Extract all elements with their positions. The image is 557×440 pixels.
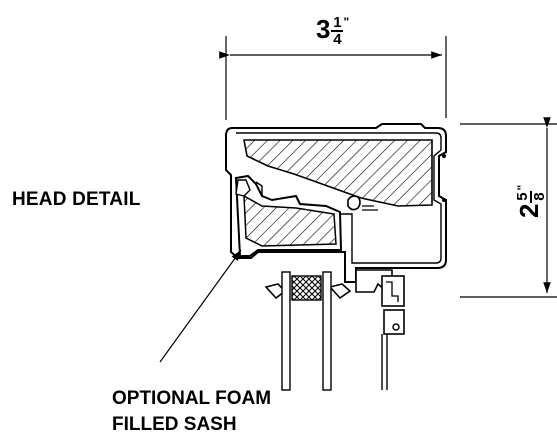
screen-roller <box>392 323 400 331</box>
frame-clip-detail <box>362 205 378 211</box>
height-dimension <box>460 117 557 298</box>
callout-line-1: OPTIONAL FOAM <box>112 388 272 409</box>
screen-spline <box>386 281 399 302</box>
width-denominator: 4 <box>333 31 342 48</box>
frame-notch-top <box>442 154 446 158</box>
height-numerator: 5 <box>514 192 531 201</box>
width-unit: " <box>343 15 350 29</box>
sash-foam-core <box>243 194 337 247</box>
height-unit: " <box>515 184 529 191</box>
frame-inner-wall <box>236 132 442 264</box>
screen-rail <box>383 309 405 335</box>
glazing-unit <box>264 271 352 391</box>
sash-weatherstrip <box>235 179 251 197</box>
height-whole: 2 <box>514 203 544 218</box>
screen-channel <box>381 275 405 307</box>
glass-pane-outer <box>281 271 291 391</box>
width-dimension <box>219 36 447 120</box>
fraction-bar <box>331 30 344 32</box>
callout-line-2: FILLED SASH <box>112 414 237 435</box>
glazing-bead-right <box>328 283 352 300</box>
callout-leader <box>159 249 242 363</box>
frame-notch-bottom <box>442 198 446 202</box>
glass-pane-inner <box>322 271 332 391</box>
frame-thermal-core <box>243 139 433 207</box>
screen-frame <box>355 269 405 390</box>
sash-section <box>234 174 343 257</box>
glass-spacer <box>291 275 322 301</box>
sash-hook <box>255 181 263 196</box>
width-whole: 3 <box>316 14 331 44</box>
section-title: HEAD DETAIL <box>12 189 141 210</box>
frame-clip <box>347 195 361 211</box>
width-numerator: 1 <box>333 14 342 31</box>
height-denominator: 8 <box>531 192 548 201</box>
